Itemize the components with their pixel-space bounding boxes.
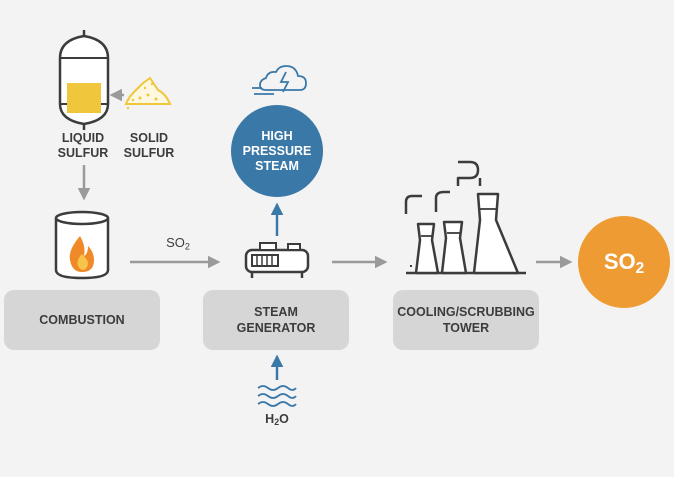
h2o-label: H2O	[257, 412, 297, 427]
combustion-furnace-icon	[54, 210, 110, 280]
high-pressure-steam-circle: HIGH PRESSURE STEAM	[231, 105, 323, 197]
so2-product-sub: 2	[635, 259, 645, 277]
solid-sulfur-powder-icon	[124, 76, 172, 110]
water-waves-icon	[257, 385, 297, 407]
so2-product-main: SO	[603, 249, 636, 274]
liquid-sulfur-line-2: SULFUR	[57, 146, 109, 160]
so2-flow-sub: 2	[184, 241, 190, 252]
steam-generator-box: STEAM GENERATOR	[203, 290, 349, 350]
steam-generator-icon	[244, 242, 310, 278]
solid-sulfur-line-1: SOLID	[129, 131, 169, 145]
combustion-label: COMBUSTION	[39, 313, 125, 327]
steam-generator-line-2: GENERATOR	[236, 321, 316, 335]
h2o-sub: 2	[274, 417, 280, 428]
cooling-tower-factory-icon	[404, 160, 526, 275]
combustion-box: COMBUSTION	[4, 290, 160, 350]
cooling-tower-box: COOLING/SCRUBBING TOWER	[393, 290, 539, 350]
so2-flow-main: SO	[166, 235, 185, 250]
cooling-tower-line-2: TOWER	[442, 321, 490, 335]
so2-flow-label: SO2	[158, 235, 198, 252]
solid-sulfur-label: SOLID SULFUR	[116, 131, 182, 161]
liquid-sulfur-tank-icon	[58, 30, 110, 130]
solid-sulfur-line-2: SULFUR	[123, 146, 175, 160]
h2o-o: O	[279, 412, 289, 426]
so2-product-circle: SO2	[578, 216, 670, 308]
steam-generator-line-1: STEAM	[254, 305, 298, 319]
steam-line-1: HIGH	[261, 128, 293, 143]
steam-line-3: STEAM	[255, 158, 299, 173]
steam-cloud-icon	[252, 65, 307, 95]
liquid-sulfur-label: LIQUID SULFUR	[50, 131, 116, 161]
cooling-tower-line-1: COOLING/SCRUBBING	[397, 305, 535, 319]
steam-line-2: PRESSURE	[242, 143, 312, 158]
liquid-sulfur-line-1: LIQUID	[61, 131, 105, 145]
h2o-h: H	[265, 412, 275, 426]
